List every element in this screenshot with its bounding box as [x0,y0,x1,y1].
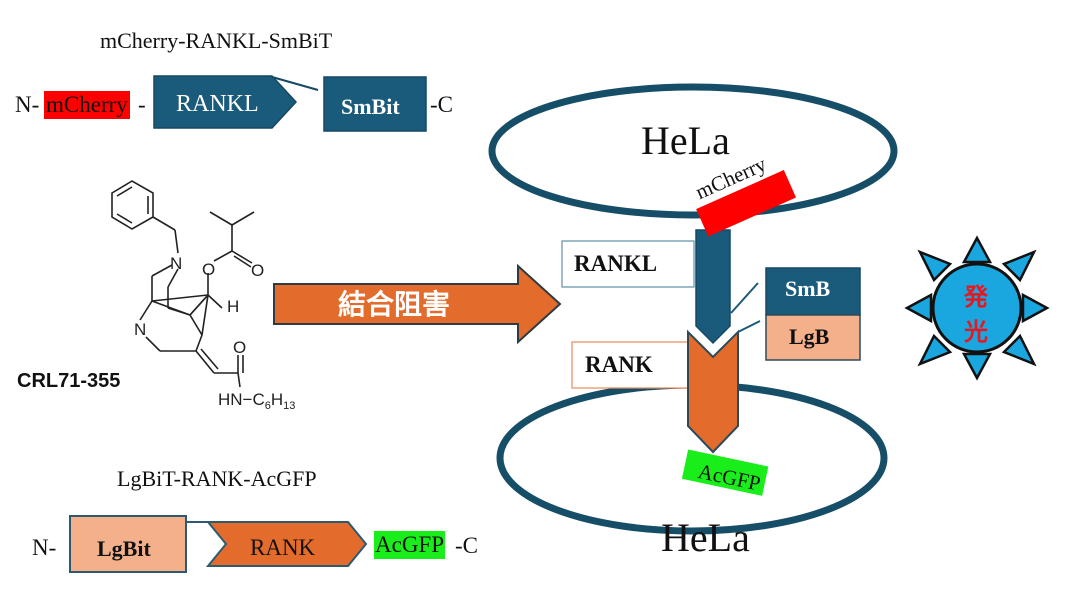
inhibition-arrow [273,263,562,345]
cell-acgfp-tag [681,449,769,496]
rankl-label-box [561,240,695,288]
cell-rank-label: RANK [585,352,653,377]
lgb-box [765,314,861,361]
cell-mcherry-tag [696,170,797,237]
top-construct-linker: - [138,92,146,117]
rankl-domain-shape [153,75,298,129]
smbit-label: SmBit [341,94,400,119]
smbit-box [323,76,427,132]
smb-linker [730,282,759,314]
atom-n-bridge: N [170,254,182,273]
compound-bonds [111,180,255,388]
cell-smb-label: SmB [785,276,831,301]
top-construct-n-terminus: N- [15,92,40,117]
sun-ray-s [961,352,993,381]
bottom-construct-n-terminus: N- [32,535,57,560]
rank-receptor [687,329,739,454]
smb-box [765,267,861,316]
rank-domain-label: RANK [250,535,316,560]
sun-ray-n [961,235,993,264]
top-construct-c-terminus: -C [430,92,453,117]
sun-ray-ne [1001,249,1037,283]
rankl-domain-label: RANKL [176,91,259,117]
bottom-construct-title: LgBiT-RANK-AcGFP [117,466,317,491]
sun-ray-sw [917,333,953,367]
cell-lgb-label: LgB [789,324,830,349]
top-construct-title: mCherry-RANKL-SmBiT [100,28,333,53]
luminescence-char-1: 発 [964,284,988,311]
cell-assay-diagram [488,83,1050,535]
atom-o-carbonyl-2: O [233,338,246,357]
sun-ray-se [1001,333,1037,367]
inhibition-arrow-shape [273,263,562,345]
atom-o-ester: O [202,260,215,279]
bottom-construct-shapes [69,515,368,573]
rank-label-box [571,341,693,389]
atom-h: H [227,297,239,316]
amide-group: HN−C6H13 [218,390,295,412]
linker-line [271,76,319,91]
rank-domain-shape [205,521,368,567]
top-hela-cell [488,83,898,219]
sun-ray-e [1021,292,1050,324]
top-construct-mcherry-tag: mCherry [44,91,130,119]
bottom-construct-c-terminus: -C [455,533,478,558]
luminescence-char-2: 光 [964,319,988,346]
rankl-stalk [695,229,731,345]
lgb-linker [737,320,761,333]
atom-n-ring: N [134,320,146,339]
lgbit-box [69,515,187,573]
compound-name: CRL71-355 [17,370,121,392]
sun-core [931,262,1023,354]
atom-o-carbonyl-1: O [251,261,264,280]
top-cell-label: HeLa [641,118,730,163]
compound-structure: N N O O H O HN−C6H13 [111,180,295,412]
bottom-construct-acgfp-tag: AcGFP [374,531,446,559]
sun-ray-nw [917,249,953,283]
sun-ray-w [904,292,933,324]
inhibition-arrow-label: 結合阻害 [338,289,451,320]
luminescence-sun [904,235,1050,381]
lgbit-label: LgBit [97,536,151,561]
cell-rankl-label: RANKL [574,251,658,276]
top-construct-shapes [153,75,427,132]
benzene-ring [111,180,154,230]
bottom-cell-label: HeLa [661,515,750,560]
